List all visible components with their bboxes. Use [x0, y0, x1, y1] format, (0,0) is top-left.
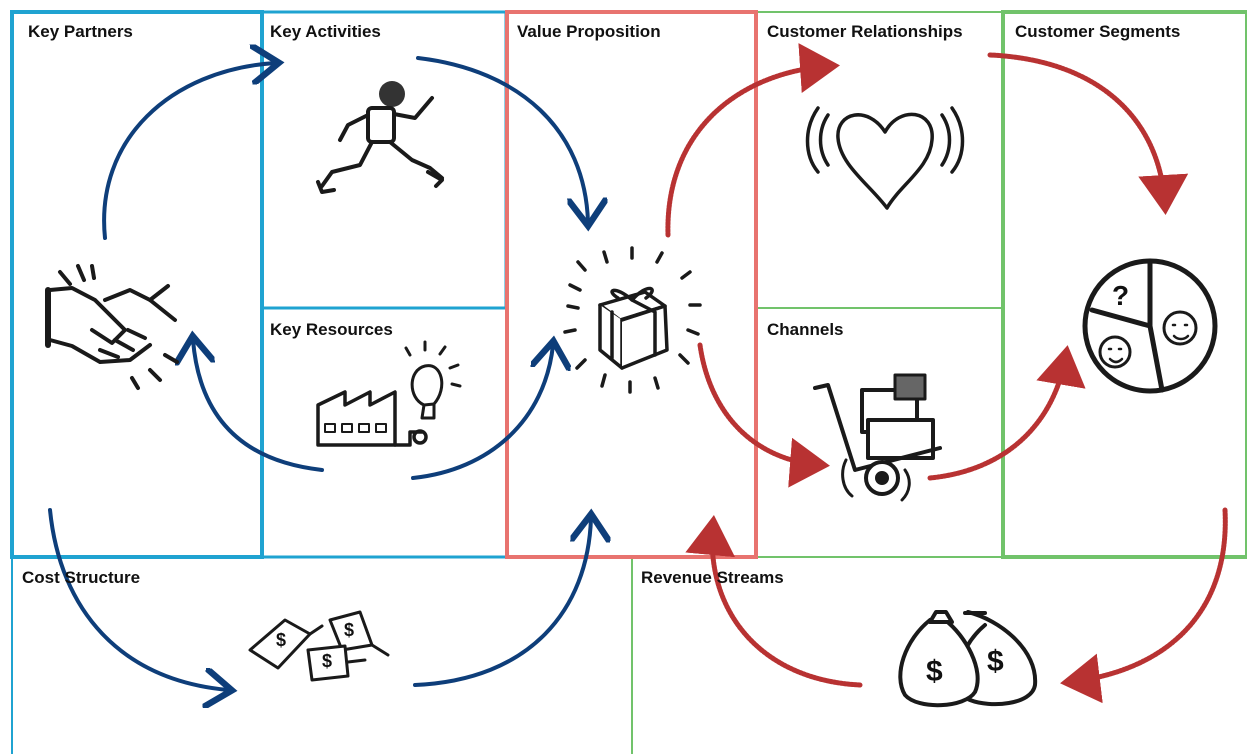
blue-flow-arrows: [48, 56, 591, 690]
question-mark-symbol: ?: [1112, 280, 1130, 311]
arrow-activities-to-value: [416, 56, 588, 222]
arrow-cost-to-value: [413, 518, 591, 687]
arrow-channels-to-segments: [927, 345, 1086, 481]
hand-truck-icon: [813, 373, 942, 502]
key-activities-border: [260, 10, 508, 310]
arrow-value-to-channels: [697, 342, 830, 488]
dollar-symbol-tag-2: $: [344, 620, 355, 640]
money-bags-icon: [898, 610, 1038, 708]
arrow-resources-to-partners: [193, 340, 324, 472]
customer-relationships-label: Customer Relationships: [767, 22, 963, 41]
key-resources-label: Key Resources: [270, 320, 393, 339]
arrow-partners-to-activities: [102, 63, 275, 240]
dollar-symbol-bag: $: [926, 655, 943, 688]
arrow-segments-to-revenue: [1060, 507, 1228, 704]
key-partners-label: Key Partners: [28, 22, 133, 41]
arrow-resources-to-value: [411, 345, 553, 480]
price-tags-icon: [248, 610, 390, 682]
value-proposition-label: Value Proposition: [517, 22, 661, 41]
customer-segments-label: Customer Segments: [1015, 22, 1181, 41]
customer-pie-icon: [1082, 258, 1218, 394]
dollar-symbol-bag-2: $: [987, 645, 1004, 678]
key-partners-border: [10, 10, 264, 559]
heart-icon: [805, 106, 965, 210]
running-person-icon: [316, 81, 444, 194]
channels-label: Channels: [767, 320, 844, 339]
dollar-symbol-tag: $: [276, 630, 287, 650]
arrow-relationships-to-segments: [987, 52, 1189, 215]
lightbulb-icon: [404, 340, 462, 420]
cost-structure-label: Cost Structure: [22, 568, 141, 587]
key-activities-label: Key Activities: [270, 22, 381, 41]
handshake-icon: [45, 264, 179, 390]
value-proposition-border: [505, 10, 758, 559]
arrow-revenue-to-value: [685, 515, 863, 688]
factory-icon: [316, 390, 428, 447]
arrow-value-to-relationships: [665, 43, 840, 238]
red-flow-arrows: [665, 43, 1228, 704]
gift-box-icon: [563, 246, 702, 394]
revenue-streams-label: Revenue Streams: [641, 568, 784, 587]
dollar-symbol-tag-3: $: [322, 651, 333, 671]
arrow-partners-to-cost: [48, 508, 228, 690]
